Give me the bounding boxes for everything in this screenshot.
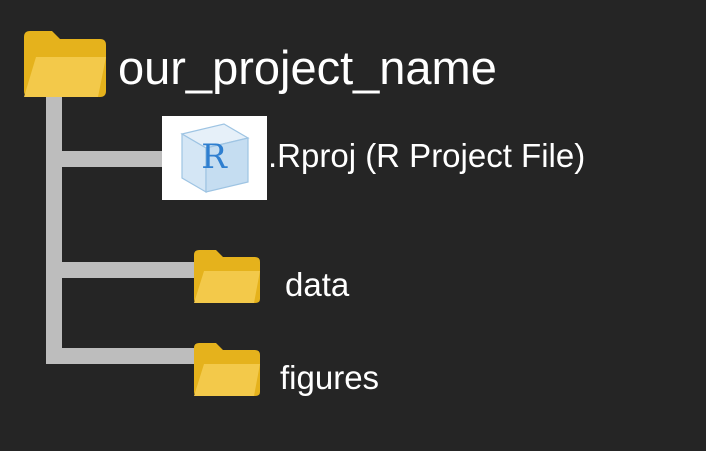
branch-line-data — [46, 262, 198, 278]
branch-line-figures — [46, 348, 198, 364]
r-letter: R — [201, 137, 228, 177]
folder-icon — [24, 31, 106, 97]
rproj-file-label: .Rproj (R Project File) — [268, 137, 586, 174]
trunk-line — [46, 88, 62, 364]
root-folder-label: our_project_name — [118, 41, 497, 94]
r-project-icon: R — [162, 116, 267, 200]
folder-icon — [194, 250, 260, 303]
figures-folder-label: figures — [280, 359, 380, 396]
folder-icon — [194, 343, 260, 396]
branch-line-rproj — [46, 151, 166, 167]
data-folder-label: data — [285, 266, 350, 303]
